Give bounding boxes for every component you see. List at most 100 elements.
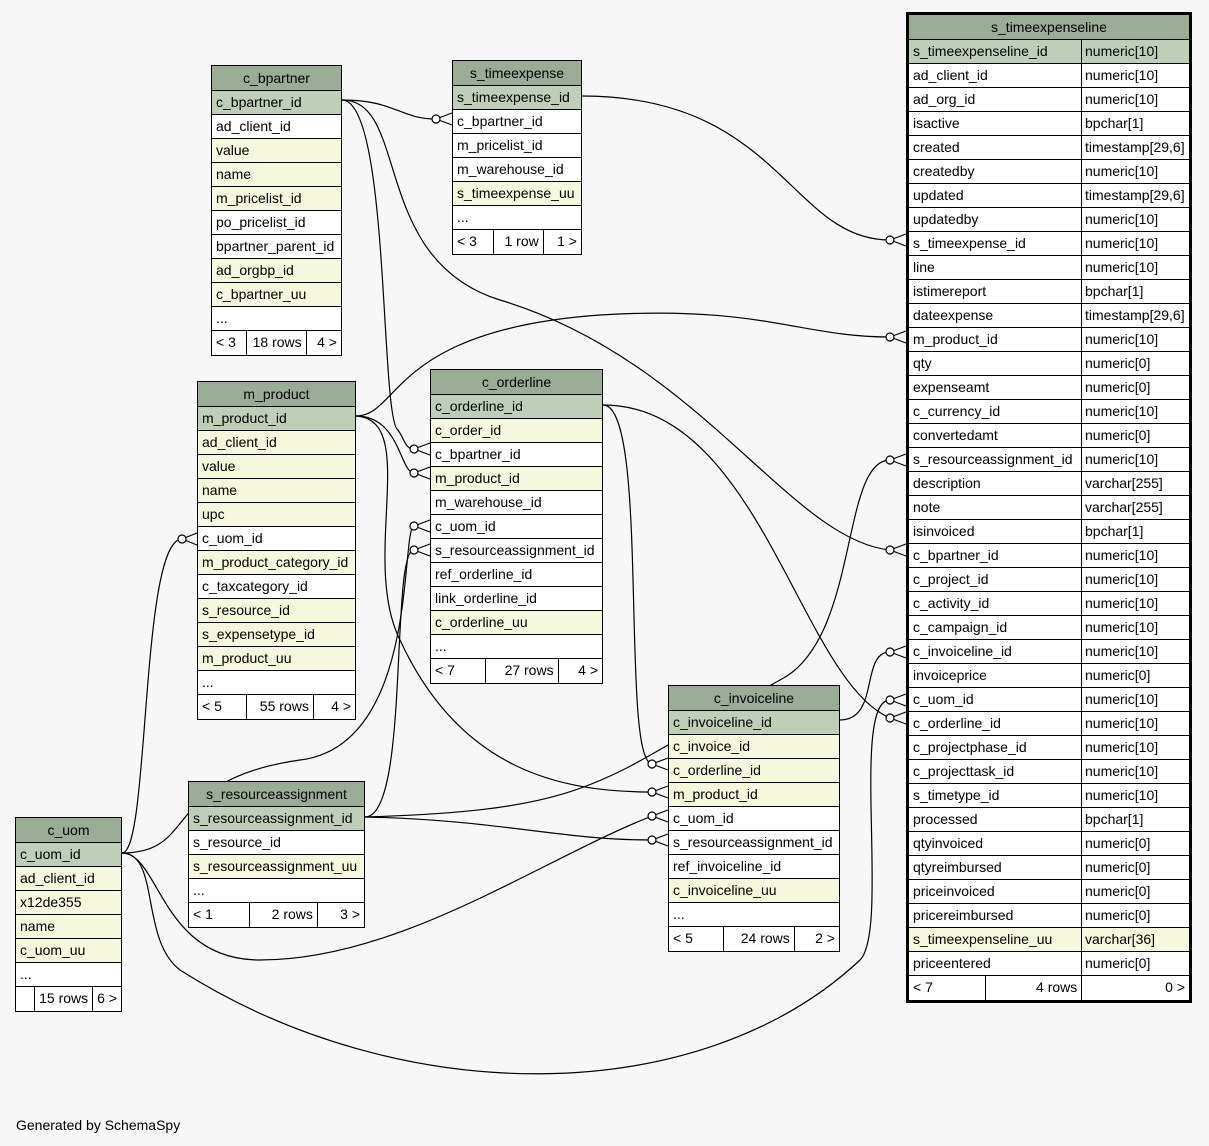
column-row: po_pricelist_id [212,211,341,235]
column-name: s_resourceassignment_id [193,810,353,826]
column-name: createdby [913,163,975,179]
column-row: s_resourceassignment_uu [189,855,364,879]
column-name: ref_invoiceline_id [673,858,782,874]
column-name: expenseamt [913,379,990,395]
column-row: c_orderline_id [669,759,839,783]
column-name: value [216,142,250,158]
column-type: numeric[10] [1081,736,1158,759]
column-name: qtyreimbursed [913,859,1002,875]
column-type: numeric[10] [1081,448,1158,471]
column-row: m_product_id [198,407,355,431]
column-name: m_product_id [202,410,287,426]
column-name: c_currency_id [913,403,1001,419]
column-row: c_bpartner_id numeric[10] [909,544,1189,568]
column-name: ... [435,638,447,654]
fk-endpoint-marker [431,114,441,124]
footer-parents: < 7 [435,662,455,678]
column-name: s_timeexpenseline_uu [913,931,1053,947]
fk-endpoint-marker [885,545,895,555]
column-name: convertedamt [913,427,998,443]
column-type: numeric[10] [1081,544,1158,567]
table-header: s_resourceassignment [189,782,364,807]
fk-endpoint-marker [647,811,657,821]
column-name: c_uom_uu [20,942,86,958]
column-name: c_uom_id [435,518,496,534]
column-name: m_pricelist_id [457,137,543,153]
column-name: c_invoiceline_uu [673,882,777,898]
fk-endpoint-marker [885,713,895,723]
column-type: numeric[0] [1081,856,1150,879]
column-name: c_bpartner_id [435,446,521,462]
column-name: c_taxcategory_id [202,578,308,594]
column-name: name [216,166,252,182]
column-name: ad_org_id [913,91,976,107]
column-name: m_product_category_id [202,554,349,570]
footer-parents: < 5 [673,930,693,946]
footer-children: 3 > [316,903,364,927]
table-header: s_timeexpenseline [909,15,1189,40]
column-row: ad_client_id [212,115,341,139]
column-name: s_resourceassignment_uu [193,858,358,874]
column-name: updatedby [913,211,979,227]
column-name: upc [202,506,225,522]
fk-endpoint-marker [409,521,419,531]
column-row: name [16,915,121,939]
column-row: s_resourceassignment_id [189,807,364,831]
column-type: bpchar[1] [1081,280,1143,303]
column-name: c_bpartner_id [913,547,999,563]
column-type: numeric[10] [1081,784,1158,807]
table-header: c_invoiceline [669,686,839,711]
column-name: s_resourceassignment_id [673,834,833,850]
column-type: numeric[10] [1081,64,1158,87]
table-s-resourceassignment: s_resourceassignment s_resourceassignment… [188,781,365,928]
fk-endpoint-marker [647,759,657,769]
column-type: numeric[10] [1081,640,1158,663]
fk-endpoint-marker [409,468,419,478]
relationship-line [364,543,431,818]
column-name: ... [216,310,228,326]
column-row: m_pricelist_id [212,187,341,211]
column-name: invoiceprice [913,667,987,683]
column-name: c_bpartner_id [457,113,543,129]
column-name: c_project_id [913,571,989,587]
column-name: c_uom_id [913,691,974,707]
column-name: link_orderline_id [435,590,537,606]
column-name: s_timeexpense_id [457,89,570,105]
column-row: s_resource_id [198,599,355,623]
column-name: c_invoiceline_id [673,714,772,730]
footer-rows: 2 rows [248,903,317,927]
column-name: dateexpense [913,307,994,323]
column-name: m_product_id [435,470,520,486]
column-row: ... [669,903,839,927]
column-name: s_resource_id [193,834,281,850]
footer-rows: 27 rows [485,659,557,683]
column-row: c_bpartner_id [212,91,341,115]
column-name: m_warehouse_id [457,161,564,177]
footer-rows: 4 rows [985,976,1081,1000]
column-row: s_timeexpense_uu [453,182,581,206]
column-name: m_product_id [673,786,758,802]
fk-endpoint-marker [885,235,895,245]
column-row: ... [189,879,364,903]
column-name: c_uom_id [20,846,81,862]
column-name: s_resourceassignment_id [913,451,1073,467]
column-name: ... [193,882,205,898]
column-name: value [202,458,236,474]
column-name: m_warehouse_id [435,494,542,510]
